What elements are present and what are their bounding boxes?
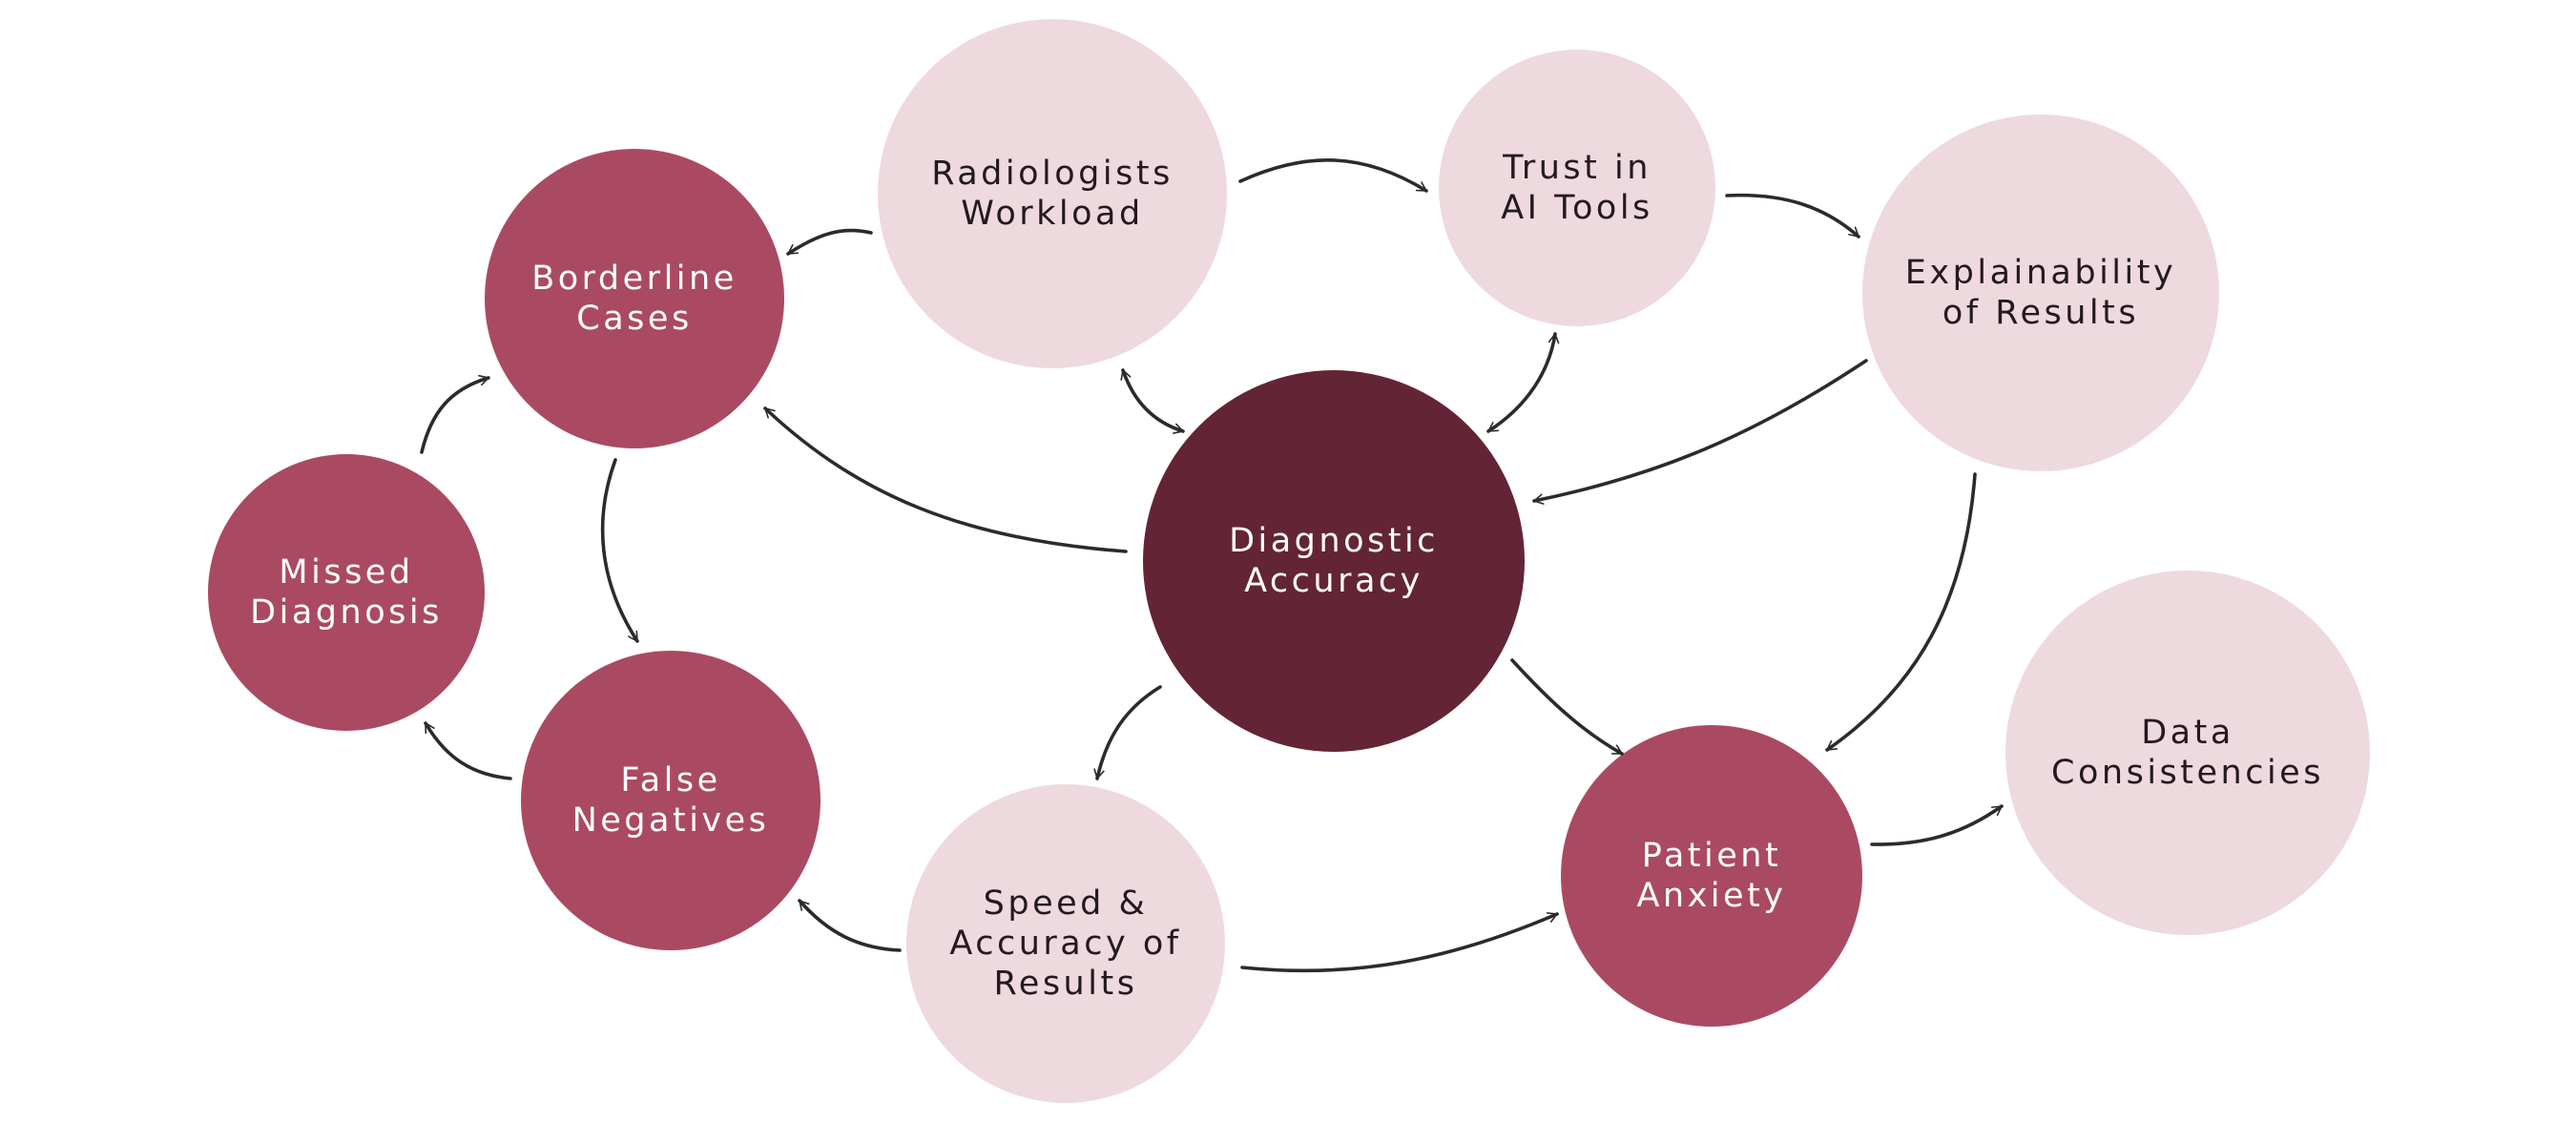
node-label: Radiologists Workload xyxy=(931,155,1174,233)
arrow-radiologists-to-borderline xyxy=(786,228,873,256)
arrow-radiologists-diagnostic xyxy=(1120,368,1185,434)
node-label: Speed & Accuracy of Results xyxy=(949,884,1182,1003)
arrow-trust-to-explainability xyxy=(1725,193,1860,239)
node-label: Borderline Cases xyxy=(531,260,737,338)
node-label: Explainability of Results xyxy=(1904,254,2177,332)
node-diagnostic-accuracy: Diagnostic Accuracy xyxy=(1143,370,1525,752)
node-speed-accuracy-of-results: Speed & Accuracy of Results xyxy=(906,784,1225,1103)
node-label: Data Consistencies xyxy=(2051,714,2324,792)
arrow-trust-diagnostic xyxy=(1486,332,1560,433)
node-borderline-cases: Borderline Cases xyxy=(485,149,784,448)
arrow-speed-to-falseneg xyxy=(798,899,902,952)
arrow-falseneg-to-missed xyxy=(424,721,512,780)
node-false-negatives: False Negatives xyxy=(521,651,821,950)
arrow-diagnostic-to-borderline xyxy=(763,406,1128,553)
node-explainability-of-results: Explainability of Results xyxy=(1862,114,2219,471)
arrow-diagnostic-to-patient xyxy=(1510,658,1624,756)
arrow-explainability-to-diagnostic xyxy=(1532,359,1868,505)
node-patient-anxiety: Patient Anxiety xyxy=(1561,725,1862,1027)
arrow-diagnostic-to-speed xyxy=(1093,685,1162,780)
arrow-explainability-to-patient xyxy=(1825,472,1977,752)
node-label: Missed Diagnosis xyxy=(250,553,443,632)
arrow-patient-to-data xyxy=(1870,804,2004,846)
arrow-borderline-to-falseneg xyxy=(600,458,639,643)
arrow-radiologists-to-trust xyxy=(1238,158,1428,193)
node-label: False Negatives xyxy=(571,761,770,840)
node-label: Patient Anxiety xyxy=(1636,837,1787,915)
node-trust-in-ai-tools: Trust in AI Tools xyxy=(1439,50,1715,326)
node-missed-diagnosis: Missed Diagnosis xyxy=(208,454,485,731)
arrow-missed-to-borderline xyxy=(420,375,490,454)
node-label: Diagnostic Accuracy xyxy=(1229,522,1439,600)
node-data-consistencies: Data Consistencies xyxy=(2005,571,2370,935)
node-label: Trust in AI Tools xyxy=(1501,149,1653,227)
arrow-speed-to-patient xyxy=(1240,912,1559,973)
node-radiologists-workload: Radiologists Workload xyxy=(878,19,1227,368)
